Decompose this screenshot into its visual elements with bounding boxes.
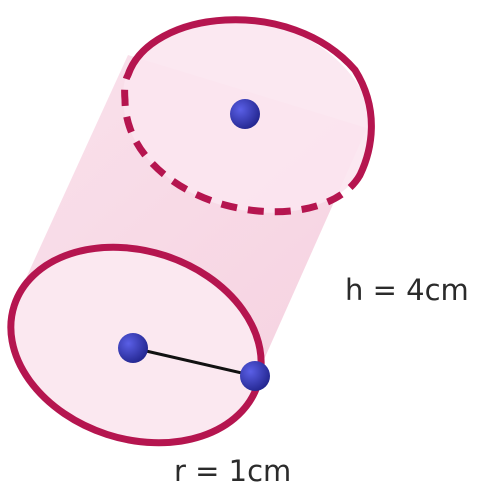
rim-point bbox=[240, 361, 270, 391]
top-center-point bbox=[230, 99, 260, 129]
bottom-center-point bbox=[118, 333, 148, 363]
top-rim-dashed bbox=[121, 73, 364, 216]
height-label: h = 4cm bbox=[345, 273, 469, 307]
radius-segment bbox=[132, 346, 256, 378]
radius-label: r = 1cm bbox=[174, 454, 291, 488]
top-rim-solid bbox=[124, 16, 375, 179]
